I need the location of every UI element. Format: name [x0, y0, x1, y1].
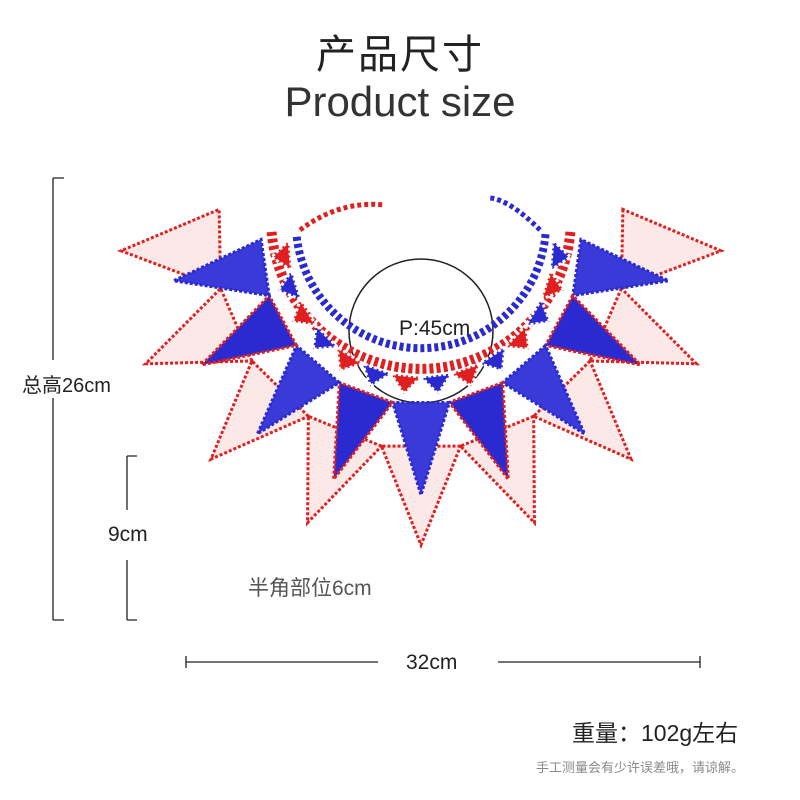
- dimension-lines: [52, 177, 701, 668]
- weight-label: 重量：102g左右: [572, 720, 739, 746]
- bead-triangle: [538, 267, 567, 302]
- bead-band-inner: [292, 233, 550, 353]
- section-height-line: [126, 455, 137, 621]
- perimeter-label: P:45cm: [399, 317, 471, 340]
- bead-triangle: [254, 342, 342, 438]
- bead-string-right: [489, 195, 542, 232]
- bead-triangle: [447, 360, 482, 389]
- bead-triangle: [275, 267, 304, 302]
- total-height-label: 总高26cm: [22, 375, 111, 397]
- half-corner-label: 半角部位6cm: [248, 577, 372, 600]
- bead-triangle: [168, 237, 271, 298]
- bead-triangle: [446, 380, 511, 485]
- width-line: [185, 656, 701, 668]
- bead-triangle: [571, 237, 674, 298]
- page-title-en: Product size: [284, 78, 516, 125]
- bead-triangle: [543, 293, 645, 368]
- bead-triangle: [269, 237, 294, 274]
- page-title-cn: 产品尺寸: [316, 33, 484, 77]
- bead-triangle: [331, 380, 396, 485]
- bead-triangle: [417, 371, 454, 397]
- bead-triangle: [476, 344, 507, 374]
- bead-triangle: [548, 237, 573, 274]
- bead-triangle: [619, 207, 725, 291]
- section-height-label: 9cm: [108, 523, 148, 546]
- bead-triangle: [290, 295, 320, 328]
- bead-string-left: [298, 201, 386, 233]
- bead-triangle: [531, 358, 634, 463]
- bead-triangle: [311, 321, 341, 351]
- bead-triangle: [501, 321, 531, 351]
- bead-triangle: [335, 344, 366, 374]
- bead-triangle: [208, 358, 311, 463]
- bead-triangle: [522, 295, 552, 328]
- bead-triangle: [117, 207, 223, 291]
- width-label: 32cm: [406, 651, 458, 674]
- bead-triangle: [379, 444, 463, 550]
- total-height-line: [52, 177, 64, 621]
- bead-triangle: [197, 293, 299, 368]
- measurement-note: 手工测量会有少许误差哦，请谅解。: [536, 760, 745, 775]
- bead-triangle: [390, 400, 452, 501]
- bead-triangle: [360, 360, 395, 389]
- bead-triangle: [500, 342, 588, 438]
- beaded-necklace: [117, 195, 725, 550]
- bead-triangle: [388, 371, 425, 397]
